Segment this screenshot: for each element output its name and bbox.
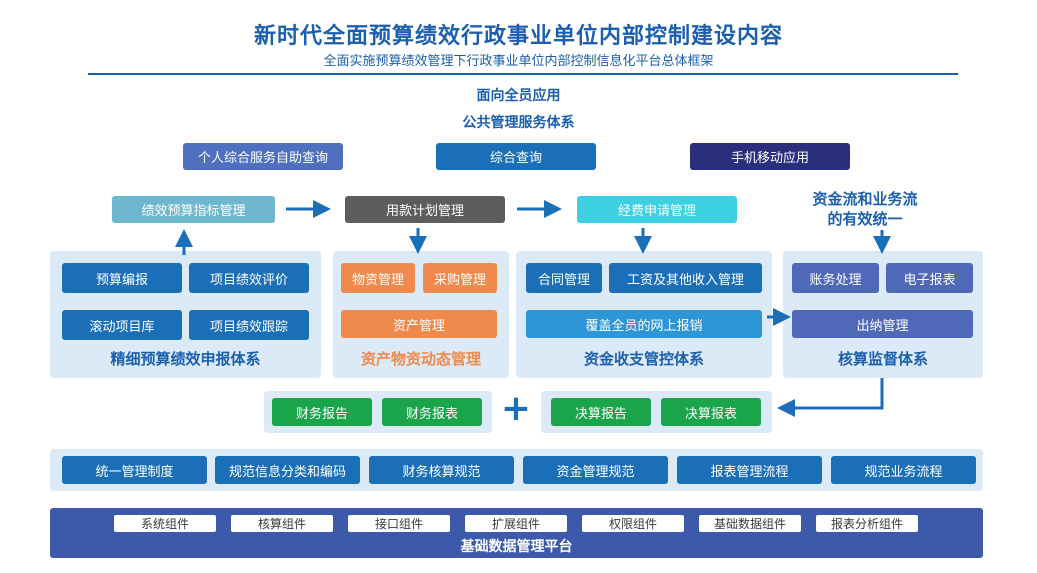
final-report-button[interactable]: 决算报告 (551, 398, 651, 426)
expense-application-button[interactable]: 经费申请管理 (577, 196, 737, 223)
e-report-button[interactable]: 电子报表 (886, 263, 973, 293)
unify-text-line2: 的有效统一 (827, 209, 903, 228)
norm-info-classification[interactable]: 规范信息分类和编码 (215, 456, 360, 484)
cashier-management-button[interactable]: 出纳管理 (792, 310, 973, 338)
comprehensive-query-button[interactable]: 综合查询 (436, 143, 596, 170)
asset-panel-label: 资产物资动态管理 (360, 349, 481, 368)
rolling-project-library-button[interactable]: 滚动项目库 (62, 310, 182, 340)
public-service-heading: 公共管理服务体系 (462, 115, 575, 131)
budget-panel-label: 精细预算绩效申报体系 (110, 349, 261, 368)
norm-report-process[interactable]: 报表管理流程 (677, 456, 822, 484)
component-extension[interactable]: 扩展组件 (465, 515, 567, 532)
procurement-management-button[interactable]: 采购管理 (423, 263, 497, 293)
norm-unified-system[interactable]: 统一管理制度 (62, 456, 207, 484)
component-report-analysis[interactable]: 报表分析组件 (816, 515, 918, 532)
component-system[interactable]: 系统组件 (114, 515, 216, 532)
financial-statement-button[interactable]: 财务报表 (382, 398, 482, 426)
component-accounting[interactable]: 核算组件 (231, 515, 333, 532)
component-permission[interactable]: 权限组件 (582, 515, 684, 532)
fund-plan-button[interactable]: 用款计划管理 (345, 196, 505, 223)
financial-report-button[interactable]: 财务报告 (272, 398, 372, 426)
plus-sign: + (500, 387, 532, 429)
project-tracking-button[interactable]: 项目绩效跟踪 (189, 310, 309, 340)
online-reimbursement-button[interactable]: 覆盖全员的网上报销 (526, 310, 762, 338)
platform-label: 基础数据管理平台 (460, 539, 573, 555)
main-title: 新时代全面预算绩效行政事业单位内部控制建设内容 (253, 24, 783, 49)
component-interface[interactable]: 接口组件 (348, 515, 450, 532)
salary-income-button[interactable]: 工资及其他收入管理 (609, 263, 762, 293)
account-panel-label: 核算监督体系 (837, 349, 928, 368)
asset-management-button[interactable]: 资产管理 (341, 310, 497, 338)
face-all-heading: 面向全员应用 (476, 88, 561, 104)
final-statement-button[interactable]: 决算报表 (661, 398, 761, 426)
fund-panel-label: 资金收支管控体系 (583, 349, 704, 368)
norm-fund-management[interactable]: 资金管理规范 (523, 456, 668, 484)
contract-management-button[interactable]: 合同管理 (526, 263, 602, 293)
norm-accounting[interactable]: 财务核算规范 (369, 456, 514, 484)
norm-business-process[interactable]: 规范业务流程 (831, 456, 976, 484)
self-service-query-button[interactable]: 个人综合服务自助查询 (183, 143, 343, 170)
material-management-button[interactable]: 物资管理 (341, 263, 415, 293)
subtitle: 全面实施预算绩效管理下行政事业单位内部控制信息化平台总体框架 (323, 54, 714, 69)
arrow-elbow-final (777, 378, 884, 417)
budget-compile-button[interactable]: 预算编报 (62, 263, 182, 293)
accounting-button[interactable]: 账务处理 (792, 263, 879, 293)
project-evaluation-button[interactable]: 项目绩效评价 (189, 263, 309, 293)
title-divider (88, 73, 958, 75)
unify-text-line1: 资金流和业务流 (812, 189, 918, 208)
mobile-app-button[interactable]: 手机移动应用 (690, 143, 850, 170)
component-basic-data[interactable]: 基础数据组件 (699, 515, 801, 532)
performance-budget-index-button[interactable]: 绩效预算指标管理 (112, 196, 275, 223)
